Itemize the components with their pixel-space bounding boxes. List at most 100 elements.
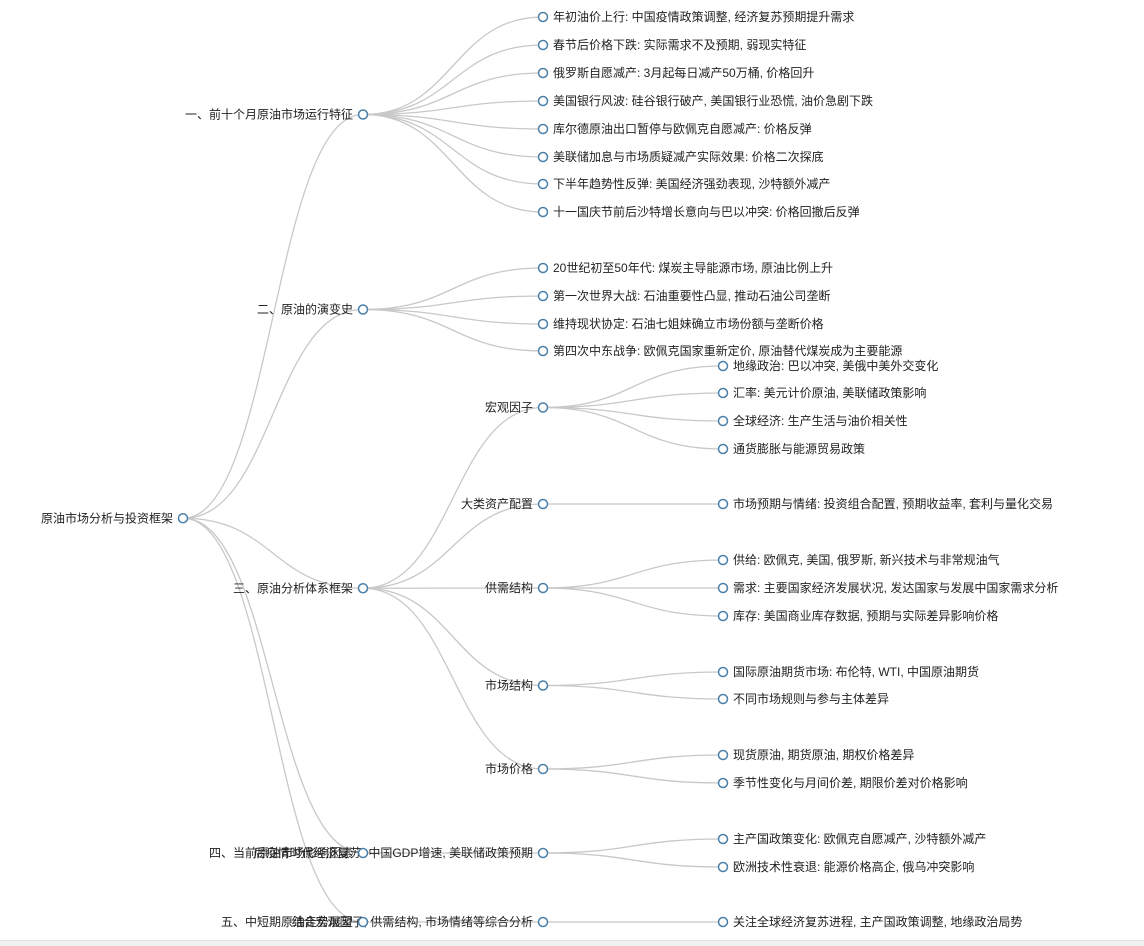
- mindmap-branch-node[interactable]: 一、前十个月原油市场运行特征: [185, 107, 368, 122]
- node-toggle-circle[interactable]: [539, 153, 548, 162]
- node-toggle-circle[interactable]: [719, 445, 728, 454]
- mindmap-leaf-node[interactable]: 十一国庆节前后沙特增长意向与巴以冲突: 价格回撤后反弹: [539, 204, 860, 219]
- mindmap-leaf-node[interactable]: 20世纪初至50年代: 煤炭主导能源市场, 原油比例上升: [539, 260, 834, 275]
- node-toggle-circle[interactable]: [719, 918, 728, 927]
- node-label: 一、前十个月原油市场运行特征: [185, 107, 353, 122]
- node-toggle-circle[interactable]: [719, 751, 728, 760]
- tree-link: [363, 588, 543, 685]
- mindmap-leaf-node[interactable]: 季节性变化与月间价差, 期限价差对价格影响: [719, 775, 968, 790]
- node-toggle-circle[interactable]: [179, 514, 188, 523]
- node-toggle-circle[interactable]: [539, 918, 548, 927]
- node-toggle-circle[interactable]: [719, 835, 728, 844]
- node-label: 第一次世界大战: 石油重要性凸显, 推动石油公司垄断: [553, 288, 830, 303]
- mindmap-leaf-node[interactable]: 供给: 欧佩克, 美国, 俄罗斯, 新兴技术与非常规油气: [719, 552, 1000, 567]
- node-label: 库尔德原油出口暂停与欧佩克自愿减产: 价格反弹: [553, 121, 812, 136]
- mindmap-leaf-node[interactable]: 地缘政治: 巴以冲突, 美俄中美外交变化: [719, 358, 939, 373]
- node-toggle-circle[interactable]: [359, 305, 368, 314]
- node-toggle-circle[interactable]: [719, 500, 728, 509]
- mindmap-leaf-node[interactable]: 维持现状协定: 石油七姐妹确立市场份额与垄断价格: [539, 316, 824, 331]
- mindmap-leaf-node[interactable]: 市场预期与情绪: 投资组合配置, 预期收益率, 套利与量化交易: [719, 496, 1054, 511]
- tree-link: [543, 853, 723, 867]
- node-label: 五、中短期原油走势展望: [221, 914, 353, 929]
- mindmap-leaf-node[interactable]: 全球经济: 生产生活与油价相关性: [719, 413, 908, 428]
- mindmap-leaf-node[interactable]: 年初油价上行: 中国疫情政策调整, 经济复苏预期提升需求: [539, 9, 855, 24]
- mindmap-branch-node[interactable]: 宏观因子: [485, 400, 548, 415]
- node-toggle-circle[interactable]: [539, 500, 548, 509]
- node-toggle-circle[interactable]: [539, 347, 548, 356]
- node-toggle-circle[interactable]: [539, 125, 548, 134]
- node-label: 市场价格: [485, 761, 533, 776]
- tree-link: [183, 518, 363, 922]
- mindmap-leaf-node[interactable]: 主产国政策变化: 欧佩克自愿减产, 沙特额外减产: [719, 831, 987, 846]
- mindmap-leaf-node[interactable]: 通货膨胀与能源贸易政策: [719, 441, 866, 456]
- horizontal-scrollbar[interactable]: [0, 940, 1144, 946]
- mindmap-leaf-node[interactable]: 关注全球经济复苏进程, 主产国政策调整, 地缘政治局势: [719, 914, 1023, 929]
- node-toggle-circle[interactable]: [719, 556, 728, 565]
- node-label: 库存: 美国商业库存数据, 预期与实际差异影响价格: [733, 608, 998, 623]
- node-label: 十一国庆节前后沙特增长意向与巴以冲突: 价格回撤后反弹: [553, 204, 860, 219]
- node-toggle-circle[interactable]: [539, 849, 548, 858]
- mindmap-branch-node[interactable]: 五、中短期原油走势展望: [221, 914, 368, 929]
- node-toggle-circle[interactable]: [719, 668, 728, 677]
- mindmap-branch-node[interactable]: 原油市场分析与投资框架: [41, 510, 188, 525]
- node-toggle-circle[interactable]: [719, 584, 728, 593]
- node-toggle-circle[interactable]: [719, 695, 728, 704]
- node-toggle-circle[interactable]: [539, 264, 548, 273]
- node-toggle-circle[interactable]: [539, 69, 548, 78]
- tree-link: [543, 755, 723, 769]
- mindmap-leaf-node[interactable]: 春节后价格下跌: 实际需求不及预期, 弱现实特征: [539, 37, 807, 52]
- mindmap-leaf-node[interactable]: 汇率: 美元计价原油, 美联储政策影响: [719, 385, 927, 400]
- mindmap-branch-node[interactable]: 三、原油分析体系框架: [233, 581, 368, 595]
- mindmap-leaf-node[interactable]: 美联储加息与市场质疑减产实际效果: 价格二次探底: [539, 149, 824, 164]
- node-toggle-circle[interactable]: [539, 97, 548, 106]
- mindmap-branch-node[interactable]: 供需结构: [485, 580, 548, 595]
- node-label: 现货原油, 期货原油, 期权价格差异: [733, 747, 914, 762]
- mindmap-leaf-node[interactable]: 现货原油, 期货原油, 期权价格差异: [719, 747, 915, 762]
- node-label: 关注全球经济复苏进程, 主产国政策调整, 地缘政治局势: [733, 914, 1022, 929]
- node-toggle-circle[interactable]: [719, 389, 728, 398]
- node-toggle-circle[interactable]: [359, 584, 368, 593]
- mindmap-branch-node[interactable]: 二、原油的演变史: [257, 302, 368, 317]
- node-toggle-circle[interactable]: [539, 41, 548, 50]
- tree-link: [543, 839, 723, 853]
- mindmap-leaf-node[interactable]: 国际原油期货市场: 布伦特, WTI, 中国原油期货: [719, 664, 980, 679]
- node-toggle-circle[interactable]: [539, 180, 548, 189]
- mindmap-leaf-node[interactable]: 第四次中东战争: 欧佩克国家重新定价, 原油替代煤炭成为主要能源: [539, 343, 903, 358]
- node-toggle-circle[interactable]: [539, 320, 548, 329]
- node-toggle-circle[interactable]: [539, 13, 548, 22]
- node-label: 季节性变化与月间价差, 期限价差对价格影响: [733, 775, 968, 790]
- node-toggle-circle[interactable]: [539, 584, 548, 593]
- node-toggle-circle[interactable]: [539, 208, 548, 217]
- node-toggle-circle[interactable]: [539, 765, 548, 774]
- mindmap-leaf-node[interactable]: 下半年趋势性反弹: 美国经济强劲表现, 沙特额外减产: [539, 176, 831, 191]
- node-label: 全球经济: 生产生活与油价相关性: [733, 413, 908, 428]
- mindmap-branch-node[interactable]: 市场价格: [485, 761, 548, 776]
- node-label: 美联储加息与市场质疑减产实际效果: 价格二次探底: [553, 149, 824, 164]
- node-toggle-circle[interactable]: [719, 779, 728, 788]
- mindmap-branch-node[interactable]: 市场结构: [485, 678, 548, 693]
- node-toggle-circle[interactable]: [539, 403, 548, 412]
- node-toggle-circle[interactable]: [719, 612, 728, 621]
- mindmap-leaf-node[interactable]: 库存: 美国商业库存数据, 预期与实际差异影响价格: [719, 608, 999, 623]
- mindmap-leaf-node[interactable]: 欧洲技术性衰退: 能源价格高企, 俄乌冲突影响: [719, 859, 975, 874]
- tree-link: [543, 686, 723, 700]
- node-toggle-circle[interactable]: [719, 362, 728, 371]
- node-toggle-circle[interactable]: [359, 849, 368, 858]
- mindmap-branch-node[interactable]: 四、当前原油市场影响因素: [209, 845, 368, 860]
- node-toggle-circle[interactable]: [359, 918, 368, 927]
- tree-link: [363, 310, 543, 325]
- node-label: 不同市场规则与参与主体差异: [733, 691, 889, 706]
- mindmap-leaf-node[interactable]: 第一次世界大战: 石油重要性凸显, 推动石油公司垄断: [539, 288, 831, 303]
- mindmap-leaf-node[interactable]: 库尔德原油出口暂停与欧佩克自愿减产: 价格反弹: [539, 121, 812, 136]
- mindmap-leaf-node[interactable]: 俄罗斯自愿减产: 3月起每日减产50万桶, 价格回升: [539, 65, 815, 80]
- node-toggle-circle[interactable]: [539, 681, 548, 690]
- node-toggle-circle[interactable]: [539, 292, 548, 301]
- mindmap-leaf-node[interactable]: 不同市场规则与参与主体差异: [719, 691, 890, 706]
- node-label: 美国银行风波: 硅谷银行破产, 美国银行业恐慌, 油价急剧下跌: [553, 93, 873, 108]
- node-toggle-circle[interactable]: [719, 417, 728, 426]
- mindmap-leaf-node[interactable]: 美国银行风波: 硅谷银行破产, 美国银行业恐慌, 油价急剧下跌: [539, 93, 874, 108]
- mindmap-leaf-node[interactable]: 需求: 主要国家经济发展状况, 发达国家与发展中国家需求分析: [719, 580, 1059, 595]
- node-toggle-circle[interactable]: [359, 110, 368, 119]
- node-toggle-circle[interactable]: [719, 863, 728, 872]
